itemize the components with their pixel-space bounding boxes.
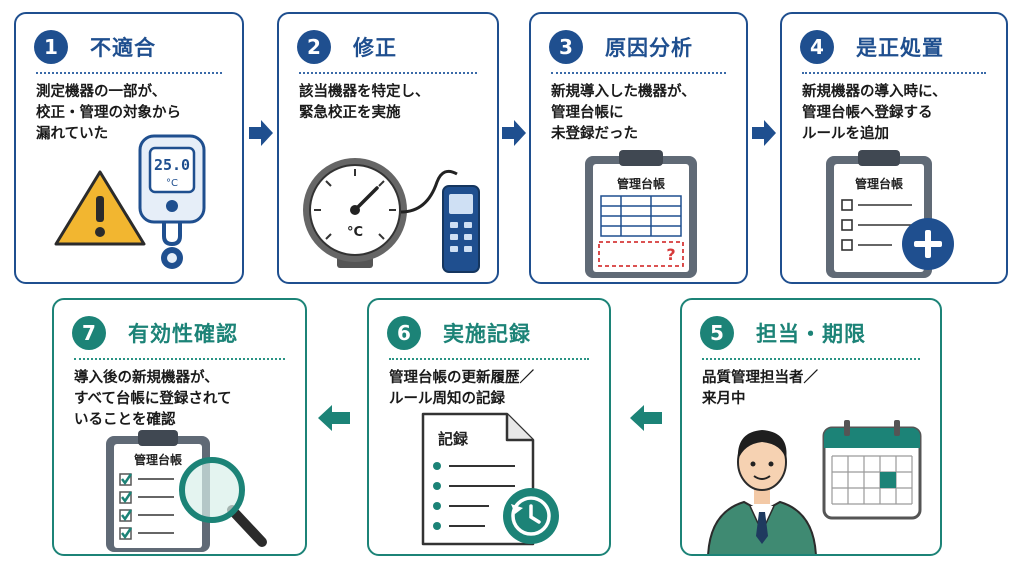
step-card-6: 6 実施記録 管理台帳の更新履歴／ ルール周知の記録 記録 — [367, 298, 611, 556]
arrow-right-icon — [249, 120, 273, 146]
warning-icon — [54, 170, 146, 246]
divider — [299, 72, 477, 74]
step-number: 4 — [800, 30, 834, 64]
divider — [74, 358, 285, 360]
step-title: 有効性確認 — [128, 322, 238, 346]
step-number: 3 — [549, 30, 583, 64]
checkmark-icon — [119, 473, 133, 540]
arrow-left-icon — [630, 405, 662, 431]
plus-circle-icon — [902, 218, 954, 270]
divider — [702, 358, 920, 360]
step-description: 測定機器の一部が、 校正・管理の対象から 漏れていた — [36, 84, 181, 142]
step-number: 2 — [297, 30, 331, 64]
digital-thermometer-icon: 25.0 °C — [138, 134, 206, 269]
clipboard-verify-illustration: 管理台帳 — [106, 430, 267, 552]
step-description: 品質管理担当者／ 来月中 — [702, 370, 818, 407]
magnifier-icon — [179, 457, 267, 547]
divider — [36, 72, 222, 74]
step-card-3: 3 原因分析 新規導入した機器が、 管理台帳に 未登録だった 管理台帳 ? — [529, 12, 748, 284]
step-number: 6 — [387, 316, 421, 350]
svg-text:記録: 記録 — [438, 430, 469, 448]
clipboard-icon: 管理台帳 ? — [585, 150, 697, 278]
step-header: 6 実施記録 — [387, 316, 531, 350]
step-number: 1 — [34, 30, 68, 64]
step-title: 不適合 — [90, 36, 156, 60]
record-document-illustration: 記録 — [421, 412, 559, 546]
step-header: 5 担当・期限 — [700, 316, 866, 350]
svg-text:管理台帳: 管理台帳 — [134, 452, 182, 467]
step-title: 実施記録 — [443, 322, 531, 346]
clipboard-add-illustration: 管理台帳 — [826, 150, 954, 278]
step-number: 7 — [72, 316, 106, 350]
arrow-left-icon — [318, 405, 350, 431]
step-card-2: 2 修正 該当機器を特定し、 緊急校正を実施 °C — [277, 12, 499, 284]
step-header: 3 原因分析 — [549, 30, 693, 64]
step-description: 新規導入した機器が、 管理台帳に 未登録だった — [551, 84, 696, 142]
step-description: 管理台帳の更新履歴／ ルール周知の記録 — [389, 370, 534, 407]
svg-text:管理台帳: 管理台帳 — [855, 176, 903, 191]
svg-text:25.0: 25.0 — [154, 156, 190, 174]
svg-text:°C: °C — [347, 225, 363, 240]
clipboard-unregistered-illustration: 管理台帳 ? — [585, 150, 697, 278]
svg-text:管理台帳: 管理台帳 — [617, 176, 665, 191]
pressure-gauge-illustration: °C — [303, 158, 480, 273]
step-card-5: 5 担当・期限 品質管理担当者／ 来月中 — [680, 298, 942, 556]
step-title: 担当・期限 — [756, 322, 866, 346]
calibrator-device-icon — [442, 185, 480, 273]
step-description: 導入後の新規機器が、 すべて台帳に登録されて いることを確認 — [74, 370, 232, 428]
person-calendar-illustration — [707, 420, 922, 554]
step-title: 原因分析 — [605, 36, 693, 60]
step-card-4: 4 是正処置 新規機器の導入時に、 管理台帳へ登録する ルールを追加 管理台帳 — [780, 12, 1008, 284]
history-icon — [503, 488, 559, 544]
step-card-1: 1 不適合 測定機器の一部が、 校正・管理の対象から 漏れていた 25.0 °C — [14, 12, 244, 284]
step-header: 7 有効性確認 — [72, 316, 238, 350]
step-header: 2 修正 — [297, 30, 397, 64]
calendar-icon — [822, 420, 922, 520]
step-number: 5 — [700, 316, 734, 350]
svg-text:°C: °C — [166, 178, 178, 189]
divider — [389, 358, 589, 360]
step-header: 1 不適合 — [34, 30, 156, 64]
clipboard-icon: 管理台帳 — [106, 430, 210, 552]
gauge-icon: °C — [303, 158, 407, 268]
step-card-7: 7 有効性確認 導入後の新規機器が、 すべて台帳に登録されて いることを確認 管… — [52, 298, 307, 556]
arrow-right-icon — [752, 120, 776, 146]
divider — [802, 72, 986, 74]
step-title: 是正処置 — [856, 36, 944, 60]
step-description: 新規機器の導入時に、 管理台帳へ登録する ルールを追加 — [802, 84, 947, 142]
arrow-right-icon — [502, 120, 526, 146]
step-description: 該当機器を特定し、 緊急校正を実施 — [299, 84, 430, 121]
step-header: 4 是正処置 — [800, 30, 944, 64]
person-icon — [707, 430, 817, 554]
step-title: 修正 — [353, 36, 397, 60]
svg-text:?: ? — [666, 245, 675, 264]
thermometer-warning-illustration: 25.0 °C — [54, 134, 206, 269]
divider — [551, 72, 726, 74]
